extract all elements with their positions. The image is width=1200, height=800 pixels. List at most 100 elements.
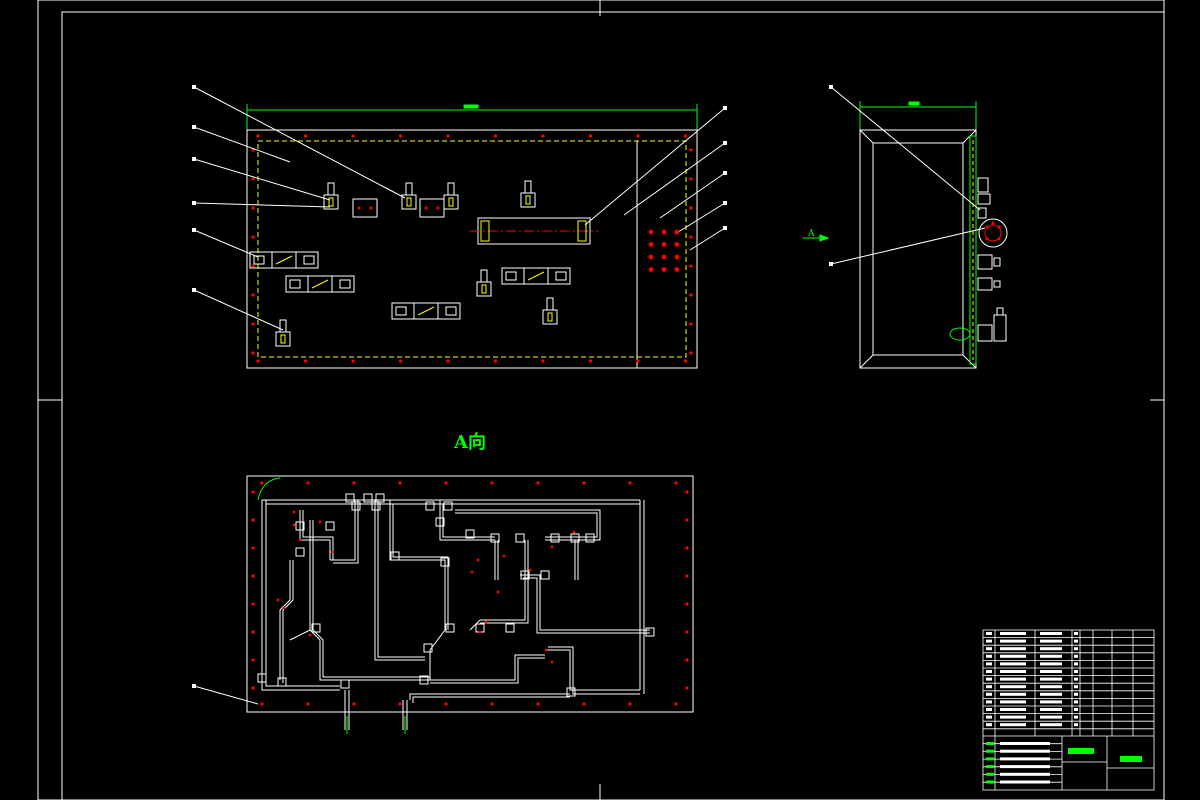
- bolt-hole-icon: [446, 134, 450, 138]
- bolt-hole-icon: [251, 206, 255, 210]
- pipe-fitting-icon: [645, 627, 655, 637]
- bolt-hole-icon: [648, 229, 654, 235]
- bolt-hole-icon: [689, 206, 693, 210]
- bolt-hole-icon: [251, 630, 255, 634]
- valve-block-icon: [501, 267, 571, 285]
- side-frame-outline: [859, 129, 977, 369]
- pipe-fitting-icon: [566, 687, 576, 697]
- bolt-hole-icon: [628, 702, 632, 706]
- bolt-hole-icon: [251, 293, 255, 297]
- bolt-hole-icon: [685, 518, 689, 522]
- bolt-hole-icon: [685, 546, 689, 550]
- pipe-fitting-icon: [443, 501, 453, 511]
- bolt-hole-icon: [352, 702, 356, 706]
- valve-block-group: [275, 180, 558, 347]
- bolt-hole-icon: [685, 630, 689, 634]
- bolt-hole-icon: [582, 702, 586, 706]
- bolt-hole-icon: [490, 481, 494, 485]
- bolt-hole-icon: [628, 481, 632, 485]
- bolt-hole-icon: [306, 481, 310, 485]
- side-mount-plate: [969, 135, 977, 365]
- bolt-hole-icon: [661, 254, 667, 260]
- bolt-hole-icon: [256, 134, 260, 138]
- side-width-dimension: [859, 101, 977, 130]
- bolt-hole-icon: [536, 481, 540, 485]
- piping-view: [192, 475, 694, 734]
- valve-block-icon: [285, 275, 355, 293]
- bolt-hole-icon: [685, 658, 689, 662]
- bolt-hole-icon: [582, 481, 586, 485]
- bolt-hole-icon: [685, 602, 689, 606]
- title-block: [982, 629, 1155, 791]
- front-bolt-row: [251, 134, 693, 363]
- bolt-hole-icon: [689, 264, 693, 268]
- valve-block-icon: [323, 182, 339, 210]
- pipe-fitting-icon: [375, 493, 385, 503]
- bolt-hole-icon: [398, 359, 403, 363]
- front-panel-hidden-border: [257, 140, 687, 358]
- bolt-hole-icon: [683, 359, 688, 363]
- bolt-hole-icon: [444, 702, 448, 706]
- view-direction-arrow: A: [803, 229, 830, 242]
- front-view: [192, 85, 727, 369]
- pipe-fitting-icon: [490, 533, 500, 543]
- front-width-dimension: [246, 104, 698, 130]
- pipe-fitting-icon: [295, 547, 305, 557]
- bolt-hole-icon: [689, 177, 693, 181]
- bolt-hole-icon: [490, 702, 494, 706]
- pipe-fitting-icon: [425, 501, 435, 511]
- pipe-fitting-icon: [515, 533, 525, 543]
- pipe-fitting-icon: [520, 570, 530, 580]
- bolt-hole-icon: [260, 702, 264, 706]
- pipe-fitting-icon: [585, 533, 595, 543]
- bolt-hole-icon: [444, 481, 448, 485]
- pipe-fitting-icon: [540, 570, 550, 580]
- bolt-hole-icon: [685, 574, 689, 578]
- bolt-hole-icon: [689, 322, 693, 326]
- pipe-fitting-icon: [465, 529, 475, 539]
- valve-block-icon: [520, 180, 536, 208]
- pipe-fitting-icon: [423, 643, 433, 653]
- bolt-hole-icon: [251, 546, 255, 550]
- bolt-hole-icon: [306, 702, 310, 706]
- bolt-hole-icon: [493, 359, 498, 363]
- pipe-fitting-icon: [390, 551, 400, 561]
- bolt-hole-icon: [260, 481, 264, 485]
- pipe-clip-marks: [276, 510, 576, 664]
- piping-panel-outline: [246, 475, 694, 713]
- side-leaders: [830, 86, 986, 265]
- svg-text:A: A: [807, 229, 815, 239]
- bolt-hole-icon: [251, 518, 255, 522]
- bolt-hole-icon: [588, 134, 593, 138]
- bolt-hole-icon: [351, 359, 355, 363]
- pipe-fitting-icon: [570, 533, 580, 543]
- bolt-hole-icon: [636, 359, 640, 363]
- bolt-hole-icon: [689, 148, 693, 152]
- bolt-hole-icon: [251, 602, 255, 606]
- valve-block-icon: [275, 319, 291, 347]
- bolt-hole-icon: [648, 267, 654, 272]
- bolt-hole-icon: [661, 242, 667, 247]
- pipe-fitting-icon: [550, 533, 560, 543]
- bolt-hole-icon: [251, 490, 255, 494]
- pipe-fitting-icon: [257, 673, 267, 683]
- section-view-label: A向: [454, 432, 486, 453]
- pipe-fitting-icon: [340, 679, 350, 689]
- bolt-hole-icon: [251, 264, 255, 268]
- pipe-fitting-icon: [351, 501, 361, 511]
- gauge-hole-matrix: [648, 229, 680, 272]
- bolt-hole-icon: [398, 134, 403, 138]
- valve-block-icon: [391, 302, 461, 320]
- bolt-hole-icon: [303, 359, 308, 363]
- title-block-marks: [986, 632, 1142, 784]
- bolt-hole-icon: [398, 702, 402, 706]
- bolt-hole-icon: [351, 134, 355, 138]
- bolt-hole-icon: [674, 702, 678, 706]
- bolt-hole-icon: [648, 254, 654, 260]
- valve-block-icon: [419, 198, 445, 218]
- front-balloons: [192, 85, 727, 292]
- bolt-hole-icon: [648, 242, 654, 247]
- bolt-hole-icon: [251, 235, 255, 239]
- bolt-hole-icon: [636, 134, 640, 138]
